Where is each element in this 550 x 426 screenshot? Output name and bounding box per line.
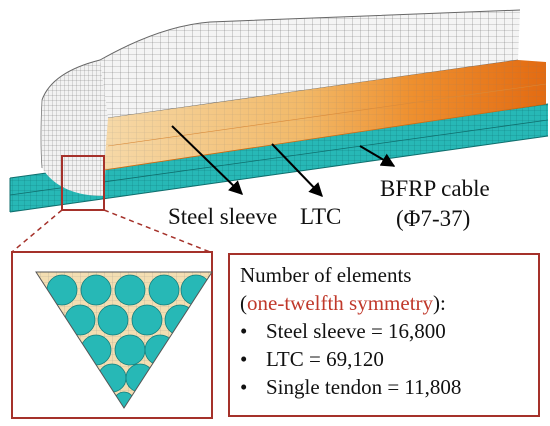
info-item: • LTC = 69,120: [240, 345, 528, 373]
label-bfrp-cable: BFRP cable: [380, 176, 490, 201]
info-close-paren: ):: [433, 291, 446, 315]
arrow-steel-sleeve: [171, 125, 244, 195]
zoom-guide-right: [103, 209, 211, 253]
arrow-ltc: [271, 143, 323, 198]
info-symmetry-line: (one-twelfth symmetry):: [240, 289, 528, 317]
label-steel-sleeve: Steel sleeve: [168, 204, 277, 229]
cross-section-inset: [11, 251, 213, 419]
steel-sleeve-mesh: [40, 9, 521, 196]
info-item-text: Steel sleeve = 16,800: [266, 319, 446, 343]
info-item-text: Single tendon = 11,808: [266, 375, 462, 399]
info-title: Number of elements: [240, 263, 412, 287]
info-item: • Single tendon = 11,808: [240, 373, 528, 401]
bullet-icon: •: [240, 347, 248, 371]
label-cable-spec: (Φ7-37): [396, 206, 470, 231]
ltc-region: [103, 60, 547, 171]
arrow-bfrp-cable: [359, 145, 396, 167]
bullet-icon: •: [240, 375, 248, 399]
bullet-icon: •: [240, 319, 248, 343]
label-ltc: LTC: [300, 204, 341, 229]
zoom-guide-left: [11, 209, 63, 253]
element-count-box: Number of elements (one-twelfth symmetry…: [228, 253, 540, 417]
info-item-text: LTC = 69,120: [266, 347, 384, 371]
info-open-paren: (: [240, 291, 247, 315]
info-item: • Steel sleeve = 16,800: [240, 317, 528, 345]
info-symmetry-text: one-twelfth symmetry: [247, 291, 434, 315]
zoom-source-box: [61, 155, 105, 211]
